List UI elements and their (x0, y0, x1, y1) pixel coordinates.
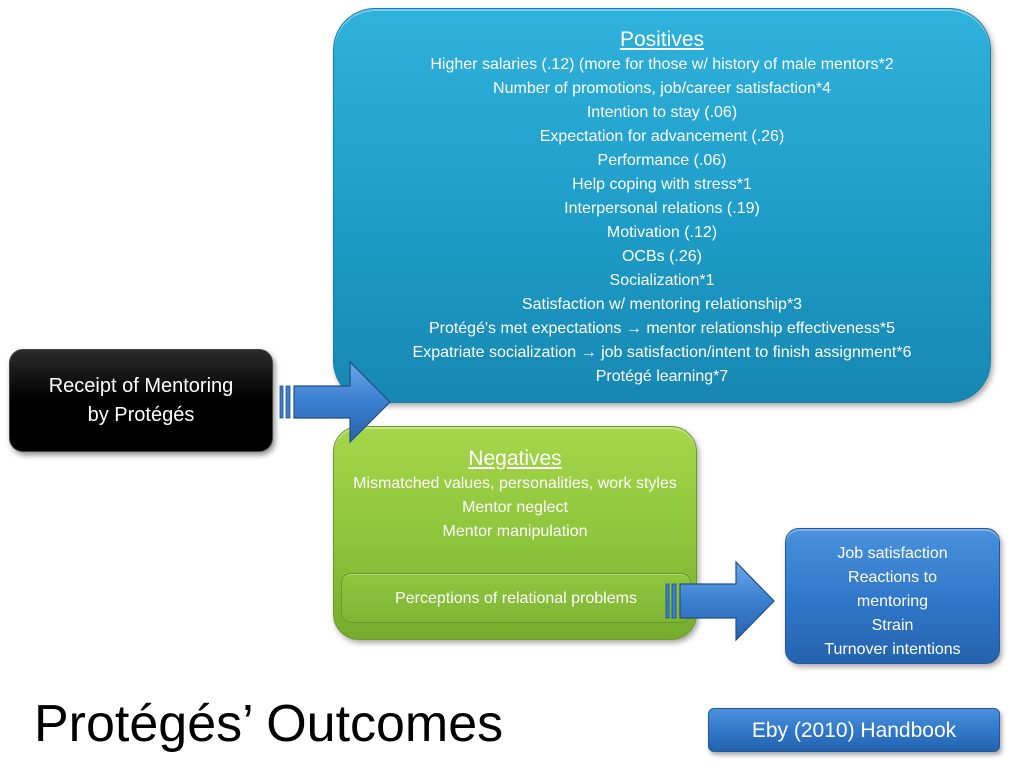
positives-item: Expatriate socialization → job satisfact… (412, 344, 912, 361)
negatives-item: Mentor neglect (462, 499, 568, 516)
positives-item: Socialization*1 (609, 272, 715, 289)
positives-item: OCBs (.26) (621, 248, 702, 265)
arrow-receipt-to-outcomes (279, 360, 391, 444)
positives-item: Satisfaction w/ mentoring relationship*3 (521, 296, 803, 313)
negatives-item: Mentor manipulation (442, 523, 588, 540)
positives-item: Number of promotions, job/career satisfa… (493, 80, 831, 97)
positives-item: Higher salaries (.12) (more for those w/… (430, 56, 894, 73)
positives-item: Motivation (.12) (606, 224, 718, 241)
positives-heading: Positives (619, 28, 705, 51)
positives-item: Performance (.06) (597, 152, 727, 169)
relational-problems-label: Perceptions of relational problems (395, 590, 637, 607)
outcome-item: Strain (871, 617, 914, 634)
positives-list: Higher salaries (.12) (more for those w/… (334, 53, 990, 389)
outcome-item: Reactions to mentoring (848, 569, 937, 610)
negatives-heading: Negatives (468, 447, 562, 470)
page-title: Protégés’ Outcomes (34, 695, 504, 753)
citation-box: Eby (2010) Handbook (708, 708, 1000, 752)
positives-box: Positives Higher salaries (.12) (more fo… (333, 8, 991, 403)
negatives-item: Mismatched values, personalities, work s… (353, 475, 677, 492)
outcomes-box: Job satisfaction Reactions to mentoring … (785, 528, 1000, 664)
positives-item: Expectation for advancement (.26) (539, 128, 785, 145)
positives-item: Intention to stay (.06) (586, 104, 738, 121)
receipt-of-mentoring-box: Receipt of Mentoring by Protégés (9, 349, 273, 452)
positives-item: Protégé's met expectations → mentor rela… (428, 320, 896, 337)
receipt-line-1: Receipt of Mentoring (48, 374, 234, 397)
outcome-item: Job satisfaction (837, 545, 948, 562)
positives-item: Interpersonal relations (.19) (564, 200, 760, 217)
positives-item: Help coping with stress*1 (572, 176, 752, 193)
relational-problems-bar: Perceptions of relational problems (341, 573, 691, 623)
positives-item: Protégé learning*7 (595, 368, 729, 385)
outcome-item: Turnover intentions (824, 641, 961, 658)
citation-label: Eby (2010) Handbook (751, 719, 957, 742)
arrow-relational-to-outcomes (665, 560, 775, 642)
negatives-list: Mismatched values, personalities, work s… (334, 472, 696, 544)
receipt-line-2: by Protégés (87, 403, 195, 426)
